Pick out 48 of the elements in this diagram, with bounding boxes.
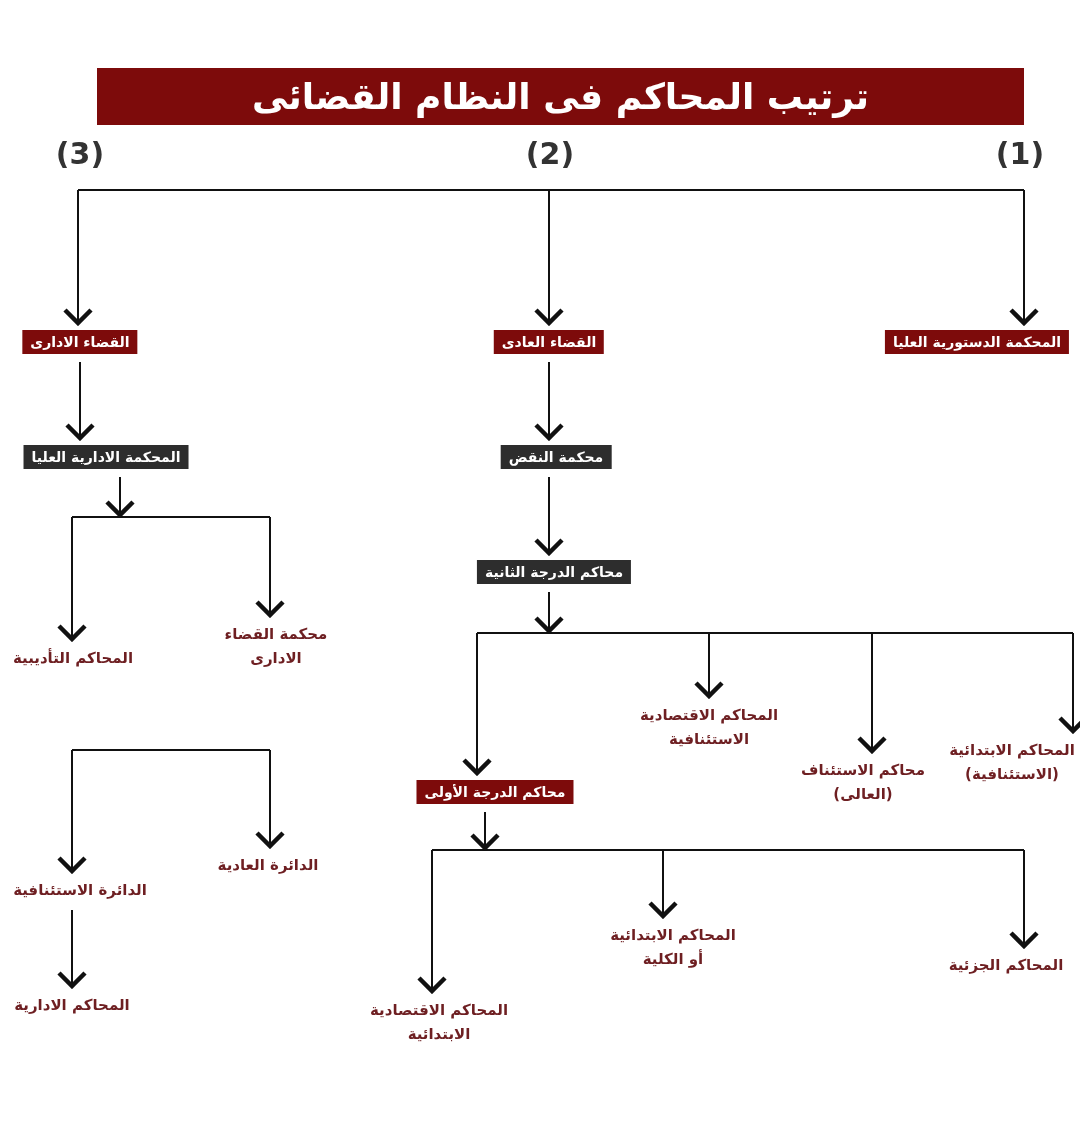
arrow: [62, 189, 94, 326]
arrow: [533, 476, 565, 556]
column-number: (2): [525, 136, 575, 171]
arrow: [254, 749, 286, 849]
court-label: الدائرة الاستئنافية: [0, 878, 165, 902]
arrow: [64, 361, 96, 441]
arrow: [693, 632, 725, 699]
column-number: (1): [995, 136, 1045, 171]
court-box: المحكمة الادارية العليا: [23, 445, 189, 469]
heading-box: المحكمة الدستورية العليا: [884, 330, 1070, 354]
court-label: محاكم الاستئناف (العالى): [793, 758, 933, 806]
arrow: [56, 909, 88, 989]
court-label: المحاكم الادارية: [0, 993, 147, 1017]
column-number: (3): [55, 136, 105, 171]
arrow: [104, 476, 136, 518]
title: ترتيب المحاكم فى النظام القضائى: [97, 68, 1024, 125]
arrow: [856, 632, 888, 754]
arrow: [461, 632, 493, 776]
connector-line: [431, 849, 1025, 851]
court-label: المحاكم الابتدائية (الاستئنافية): [947, 738, 1077, 786]
court-label: المحاكم الاقتصادية الابتدائية: [349, 998, 529, 1046]
arrow: [1008, 849, 1040, 949]
arrow: [469, 811, 501, 851]
arrow: [1008, 189, 1040, 326]
court-label: الدائرة العادية: [193, 853, 343, 877]
arrow: [533, 189, 565, 326]
connector-line: [71, 516, 271, 518]
arrow: [56, 516, 88, 642]
arrow: [1057, 632, 1080, 734]
connector-line: [77, 189, 1025, 191]
arrow: [647, 849, 679, 919]
court-label: المحاكم الاقتصادية الاستئنافية: [624, 703, 794, 751]
court-box: محاكم الدرجة الثانية: [476, 560, 632, 584]
arrow: [533, 361, 565, 441]
connector-line: [476, 632, 1074, 634]
heading-box: القضاء العادى: [493, 330, 605, 354]
court-box: محكمة النقض: [500, 445, 612, 469]
arrow: [533, 591, 565, 634]
connector-line: [71, 749, 271, 751]
court-label: محكمة القضاء الادارى: [216, 622, 336, 670]
arrow: [56, 749, 88, 874]
heading-box: القضاء الادارى: [22, 330, 138, 354]
court-label: المحاكم الجزئية: [931, 953, 1080, 977]
court-label: المحاكم التأديبية: [0, 646, 153, 670]
court-label: المحاكم الابتدائية أو الكلية: [600, 923, 746, 971]
arrow: [254, 516, 286, 618]
arrow: [416, 849, 448, 994]
heading-box: محاكم الدرجة الأولى: [416, 780, 574, 804]
